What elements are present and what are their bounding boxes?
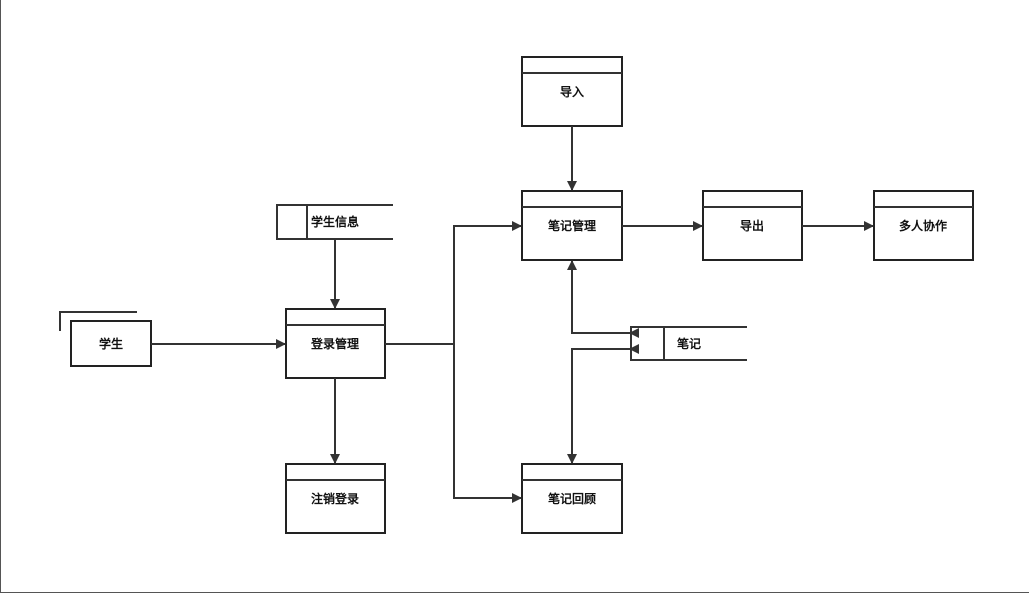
process-label: 导出: [740, 218, 764, 233]
process-note-manage[interactable]: 笔记管理: [521, 190, 623, 261]
process-collaboration[interactable]: 多人协作: [873, 190, 974, 261]
process-note-review[interactable]: 笔记回顾: [521, 463, 623, 534]
process-label: 笔记管理: [548, 218, 596, 233]
process-label: 注销登录: [311, 491, 359, 506]
data-store-notes[interactable]: 笔记: [630, 326, 747, 361]
arrow-login-to-note-review: [453, 344, 522, 503]
process-export[interactable]: 导出: [702, 190, 803, 261]
arrow-login-to-note-manage: [453, 221, 522, 344]
process-label: 导入: [560, 84, 584, 99]
external-entity-student[interactable]: 学生: [59, 311, 152, 367]
process-box: [873, 190, 974, 261]
process-import[interactable]: 导入: [521, 56, 623, 127]
store-outline: [630, 326, 747, 361]
data-store-student-info[interactable]: 学生信息: [276, 204, 393, 240]
store-label: 笔记: [677, 336, 701, 351]
entity-shadow-edge: [59, 311, 137, 331]
process-label: 登录管理: [310, 336, 359, 351]
store-label: 学生信息: [311, 214, 359, 229]
process-box: [521, 463, 623, 534]
arrow-notes-note-manage: [567, 260, 639, 338]
process-label: 多人协作: [899, 218, 947, 233]
store-outline: [276, 204, 393, 240]
process-label: 笔记回顾: [548, 491, 596, 506]
process-logout[interactable]: 注销登录: [285, 463, 386, 534]
process-box: [285, 463, 386, 534]
process-login-manage[interactable]: 登录管理: [285, 308, 386, 379]
entity-label: 学生: [99, 336, 123, 351]
process-box: [521, 56, 623, 127]
process-box: [702, 190, 803, 261]
arrow-notes-note-review: [567, 344, 639, 464]
